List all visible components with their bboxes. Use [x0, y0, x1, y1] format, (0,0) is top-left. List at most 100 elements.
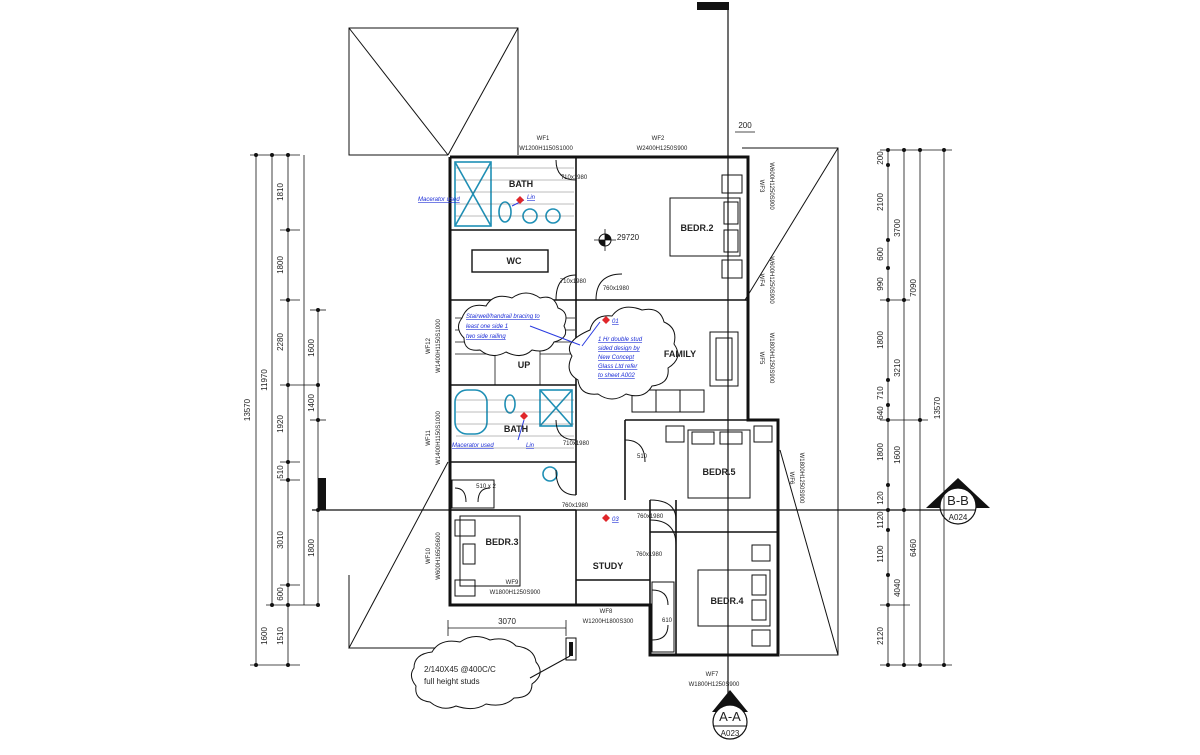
- dimension-left-inner: 1800: [307, 539, 316, 557]
- door-swing: [649, 519, 677, 546]
- room-label-family: FAMILY: [664, 349, 696, 359]
- wardrobe-swing: [477, 487, 491, 503]
- cloud-note-line: least one side 1: [466, 324, 508, 330]
- dimension-left-segment: 1510: [276, 627, 285, 645]
- room-label-bath-2: BATH: [504, 424, 528, 434]
- dimension-right-mid: 6460: [909, 539, 918, 557]
- cloud-note-line: sided design by: [598, 346, 641, 352]
- level-value: 29720: [617, 233, 640, 242]
- cloud-note-line: 1 Hr double stud: [598, 337, 643, 343]
- door-swing: [649, 499, 677, 521]
- dimension-right-segment: 4040: [893, 579, 902, 597]
- note-cloud-stair: [458, 292, 567, 356]
- room-label-bath: BATH: [509, 179, 533, 189]
- marker-diamond: [602, 316, 610, 324]
- dimension-left-segment: 2280: [276, 333, 285, 351]
- dimension-left-segment: 1920: [276, 415, 285, 433]
- door-swing: [555, 159, 577, 181]
- door-size-label: 710x1980: [560, 279, 587, 285]
- cloud-note-line: Stairwell/handrail bracing to: [466, 314, 540, 320]
- window-tag-wf9: WF9: [506, 580, 519, 586]
- door-size-label: 710x1980: [561, 175, 588, 181]
- cloud-note-line: full height studs: [424, 677, 480, 686]
- left-roof-lower-outline: [348, 461, 449, 649]
- shower-icon: [454, 161, 492, 227]
- bed-icon: [697, 569, 771, 627]
- wardrobe-swing: [651, 589, 669, 606]
- note-tag: 01: [612, 319, 619, 325]
- leader-line: [529, 655, 571, 679]
- dimension-right-segment: 1800: [876, 331, 885, 349]
- room-label-bedr5: BEDR.5: [702, 467, 735, 477]
- room-label-study: STUDY: [593, 561, 624, 571]
- door-size-label: 760x1980: [603, 286, 630, 292]
- dimension-left-segment: 1800: [276, 256, 285, 274]
- window-tag-wf2: WF2: [652, 136, 665, 142]
- section-symbol-a-a: A-A A023: [712, 690, 748, 740]
- dimension-right-segment: 120: [876, 491, 885, 505]
- bed-icon: [669, 197, 741, 257]
- window-tag-wf4: WF4: [758, 274, 764, 287]
- level-marker: [594, 229, 616, 251]
- window-tag-wf1: WF1: [537, 136, 550, 142]
- room-label-bedr2: BEDR.2: [680, 223, 713, 233]
- dimension-left-inner: 1600: [307, 339, 316, 357]
- window-size-wf11: W1400H1150S1000: [436, 411, 442, 465]
- dimension-left-segment: 3010: [276, 531, 285, 549]
- wardrobe-size-label: 610: [662, 618, 673, 624]
- window-size-wf7: W1800H1250S900: [689, 682, 740, 688]
- section-symbol-b-b: B-B A024: [926, 478, 990, 525]
- door-size-label: 760x1980: [562, 503, 589, 509]
- basin-icon: [542, 466, 558, 482]
- dimension-right-segment: 200: [876, 151, 885, 165]
- dimension-right-inner: 3210: [893, 359, 902, 377]
- door-size-label: 710x1980: [563, 441, 590, 447]
- window-tag-wf7: WF7: [706, 672, 719, 678]
- dimension-right-mid: 7090: [909, 279, 918, 297]
- section-b-b-label: B-B: [947, 493, 969, 508]
- dimension-right-segment: 600: [876, 247, 885, 261]
- dimension-left-segment: 1600: [260, 627, 269, 645]
- note-cloud-studs: [410, 636, 541, 710]
- stud-column-icon: [565, 637, 577, 661]
- wc-counter: [471, 249, 549, 273]
- dimension-bottom-width: 3070: [498, 617, 516, 626]
- dimension-left-segment: 1810: [276, 183, 285, 201]
- dimension-right-segment: 640: [876, 406, 885, 420]
- section-a-a-label: A-A: [719, 709, 741, 724]
- bed-icon: [687, 429, 751, 499]
- section-a-a-sheet: A023: [721, 729, 740, 738]
- cloud-note-line: to sheet A002: [598, 373, 635, 379]
- window-size-wf6: W1800H1250S900: [798, 453, 804, 504]
- section-b-b-sheet: A024: [949, 513, 968, 522]
- window-size-wf4: W600H1250S900: [768, 256, 774, 304]
- dimension-top-small: 200: [738, 121, 752, 130]
- window-size-wf1: W1200H1150S1000: [519, 146, 573, 152]
- wardrobe-size-label: 510: [637, 454, 648, 460]
- window-tag-wf6: WF6: [788, 472, 794, 485]
- left-roof-hip-line: [348, 27, 449, 156]
- window-size-wf9: W1800H1250S900: [490, 590, 541, 596]
- right-roof-hip-line: [779, 449, 839, 656]
- door-size-label: 760x1980: [636, 552, 663, 558]
- dimension-right-segment: 1120: [876, 511, 885, 529]
- dimension-right-segment: 2100: [876, 193, 885, 211]
- toilet-icon: [498, 201, 512, 223]
- note-lin: Lin: [527, 195, 536, 201]
- right-roof-hip-line: [744, 147, 839, 301]
- wardrobe-swing: [651, 624, 669, 641]
- bottom-dimension-line: [447, 620, 567, 636]
- dimension-left-sub: 11970: [260, 369, 269, 391]
- wardrobe-swing: [624, 439, 646, 463]
- bed-icon: [459, 515, 521, 587]
- dimension-right-segment: 990: [876, 277, 885, 291]
- sofa-icon: [631, 331, 739, 413]
- door-swing: [555, 469, 577, 496]
- door-swing: [555, 274, 577, 301]
- window-tag-wf5: WF5: [758, 352, 764, 365]
- cloud-note-line: 2/140X45 @400C/C: [424, 665, 496, 674]
- dimension-left-segment: 510: [276, 465, 285, 479]
- wardrobe-size-label: 510 x 2: [476, 484, 496, 490]
